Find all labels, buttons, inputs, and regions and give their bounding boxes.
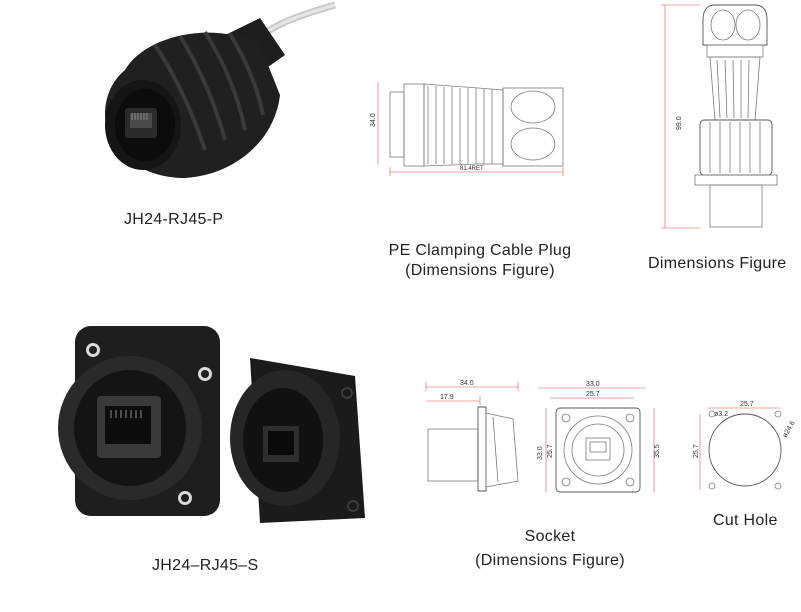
socket-height-inner-label: 25.7 — [547, 444, 554, 458]
socket-front-drawing: 33.0 25.7 33.0 25.7 35.5 — [537, 381, 661, 493]
socket-height-outer-label: 33.0 — [537, 446, 544, 460]
socket-caption-line2: (Dimensions Figure) — [475, 552, 625, 569]
socket-depth-label: 34.0 — [460, 380, 474, 387]
plug-caption-line2: (Dimensions Figure) — [405, 262, 555, 279]
cut-hole-spacing-v-label: 25.7 — [693, 444, 700, 458]
socket-product-photo — [58, 326, 365, 523]
plug-caption: PE Clamping Cable Plug (Dimensions Figur… — [365, 241, 595, 281]
socket-product-name: JH24–RJ45–S — [152, 557, 259, 574]
plug-dimension-drawing: 34.0 81.4RET — [370, 82, 564, 176]
socket-caption: Socket (Dimensions Figure) — [455, 525, 645, 573]
side-caption: Dimensions Figure — [648, 255, 787, 272]
socket-height-total-label: 35.5 — [654, 444, 661, 458]
cut-hole-caption: Cut Hole — [713, 512, 778, 529]
plug-product-name: JH24-RJ45-P — [124, 211, 224, 228]
cut-hole-hole-label: ø3.2 — [714, 411, 728, 418]
side-dimension-drawing: 99.0 — [661, 4, 778, 229]
side-height-label: 99.0 — [676, 116, 683, 130]
plug-product-photo — [105, 1, 336, 179]
socket-side-drawing: 34.0 17.9 — [425, 380, 519, 492]
socket-flange-label: 17.9 — [440, 394, 454, 401]
plug-caption-line1: PE Clamping Cable Plug — [388, 242, 572, 259]
socket-width-inner-label: 25.7 — [586, 391, 600, 398]
plug-height-label: 34.0 — [370, 113, 377, 127]
socket-caption-line1: Socket — [524, 528, 576, 545]
socket-width-outer-label: 33.0 — [586, 381, 600, 388]
plug-length-label: 81.4RET — [460, 166, 484, 172]
cut-hole-drawing: 25.7 25.7 ø3.2 ø24.6 — [693, 401, 797, 490]
cut-hole-spacing-h-label: 25.7 — [740, 401, 754, 408]
cut-hole-diameter-label: ø24.6 — [782, 420, 797, 439]
